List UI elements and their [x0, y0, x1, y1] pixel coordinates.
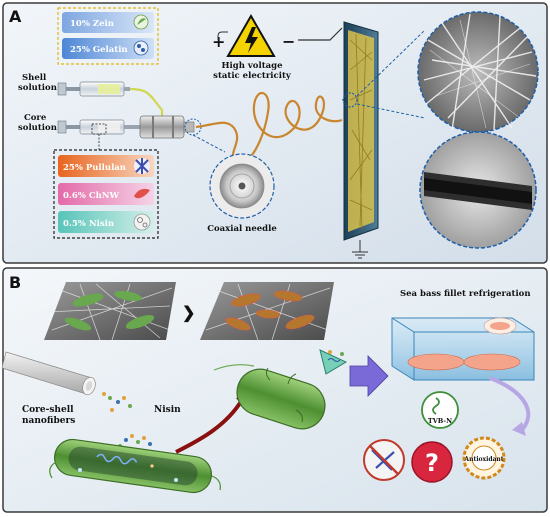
bacterium-damaged: [213, 349, 348, 430]
svg-text:TVB-N: TVB-N: [428, 417, 452, 425]
nisin-label: Nisin: [154, 405, 181, 415]
core-pill-nisin: 0.5% Nisin: [58, 211, 154, 233]
svg-text:25% Pullulan: 25% Pullulan: [63, 163, 126, 173]
antioxidant-label: Antioxidant: [463, 456, 503, 463]
panel-a-letter: A: [9, 7, 22, 26]
coaxial-nozzle: [139, 115, 202, 139]
svg-text:0.6% ChNW: 0.6% ChNW: [63, 191, 120, 201]
leaf-icon: [137, 18, 146, 25]
svg-text:?: ?: [425, 449, 439, 477]
svg-text:25% Gelatin: 25% Gelatin: [70, 45, 128, 55]
shell-pill-gelatin: 25% Gelatin: [62, 38, 154, 59]
plus-sign: +: [212, 32, 225, 51]
fish-fillet-left: [407, 353, 465, 371]
shell-components-box: [57, 7, 159, 65]
bacterium-target: [49, 438, 221, 494]
shell-syringe: [57, 81, 164, 118]
panel-b-letter: B: [9, 273, 21, 292]
tem-micrograph: [419, 131, 537, 249]
core-components-box: [53, 149, 159, 239]
process-arrow: [349, 355, 389, 397]
refrigeration-tank: [391, 317, 535, 381]
fiber-jet: [195, 92, 343, 165]
shrimp-icon: [134, 188, 150, 199]
fish-fillet-right: [463, 353, 521, 371]
collector-plate: [342, 21, 379, 259]
svg-text:10% Zein: 10% Zein: [70, 19, 114, 29]
nisin-pore-icon: [319, 349, 348, 375]
antibacterial-badge: [363, 439, 405, 481]
collector-callout-ring: [342, 92, 358, 108]
core-syringe: [57, 119, 142, 135]
sem-micrograph: [356, 11, 539, 133]
lightning-icon: [245, 27, 258, 53]
red-curved-arrow: [175, 398, 244, 454]
question-icon: [411, 441, 453, 483]
shell-tube: [129, 87, 164, 118]
shell-pill-zein: 10% Zein: [62, 12, 154, 33]
tvbn-badge: TVB-N: [421, 391, 459, 429]
return-arrow: [489, 376, 531, 434]
transition-arrow: ❯: [182, 303, 195, 323]
question-badge: ?: [411, 441, 453, 483]
core-pill-chnw: 0.6% ChNW: [58, 183, 154, 205]
coaxial-needle-label: Coaxial needle: [207, 224, 277, 234]
refrigeration-label: Sea bass fillet refrigeration: [400, 289, 531, 299]
minus-sign: −: [282, 32, 295, 51]
gelatin-icon: [133, 40, 149, 56]
prohibit-icon: [369, 445, 399, 475]
fiber-mat-treated: [200, 282, 334, 341]
svg-text:0.5% Nisin: 0.5% Nisin: [63, 219, 114, 229]
panel-b: B ❯: [1, 267, 548, 513]
coaxial-needle-zoom: Coaxial needle: [192, 134, 277, 234]
fiber-mat-plain: [44, 282, 176, 341]
core-pill-pullulan: 25% Pullulan: [58, 155, 154, 177]
nisin-particles: Nisin: [102, 392, 181, 448]
antioxidant-badge: Antioxidant: [462, 436, 506, 480]
